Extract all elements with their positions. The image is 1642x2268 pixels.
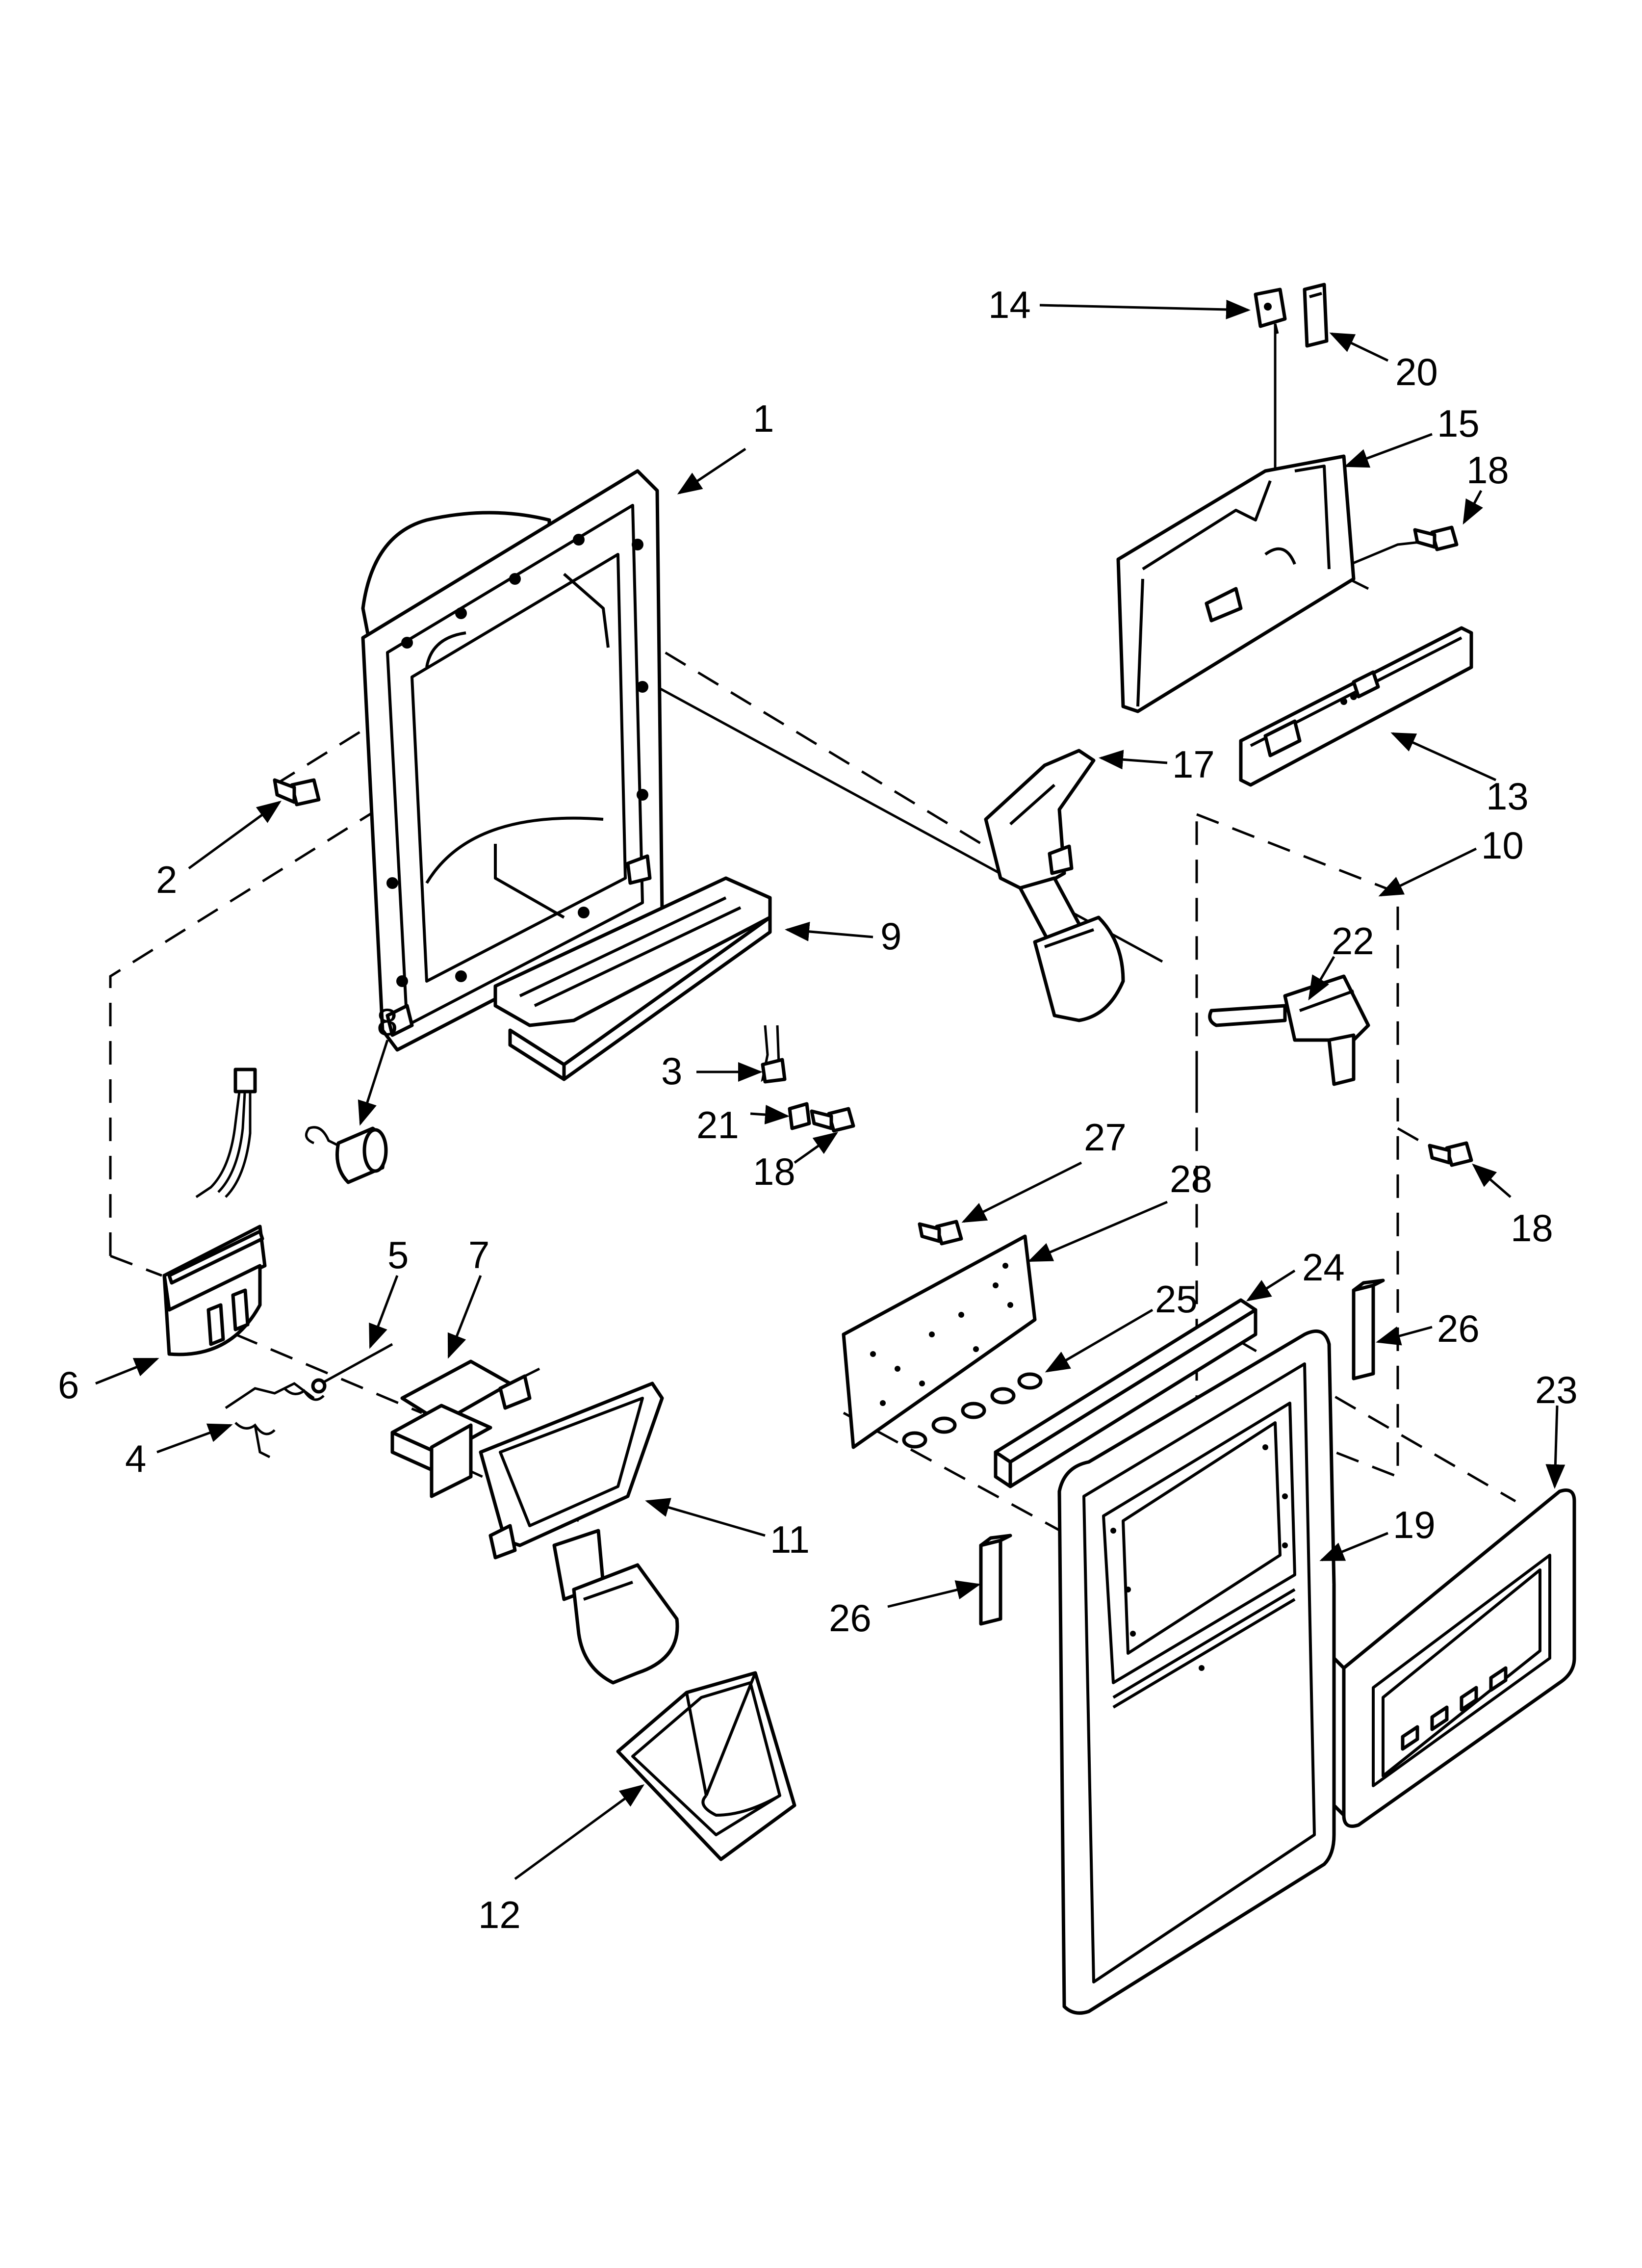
leader-26a bbox=[1376, 1326, 1433, 1346]
callout-24: 24 bbox=[1302, 1246, 1345, 1289]
screw-2 bbox=[273, 778, 321, 807]
callout-10: 10 bbox=[1481, 824, 1524, 867]
callout-27: 27 bbox=[1084, 1116, 1127, 1159]
leader-23 bbox=[1545, 1405, 1565, 1489]
leader-11 bbox=[645, 1498, 766, 1537]
screw-18-lower-right bbox=[1428, 1141, 1473, 1167]
switch-14 bbox=[1254, 287, 1287, 334]
screw-27 bbox=[918, 1220, 963, 1246]
callout-19: 19 bbox=[1393, 1503, 1436, 1546]
leader-8 bbox=[358, 1040, 389, 1126]
leader-12 bbox=[514, 1784, 645, 1880]
trim-panel-23 bbox=[1332, 1488, 1576, 1828]
callout-4: 4 bbox=[125, 1437, 146, 1480]
leader-18a bbox=[1462, 490, 1483, 525]
callout-26a: 26 bbox=[1437, 1307, 1480, 1350]
gasket-24 bbox=[994, 1298, 1257, 1488]
switch-spring-3 bbox=[761, 1025, 787, 1084]
callout-3: 3 bbox=[661, 1049, 682, 1093]
callout-17: 17 bbox=[1172, 743, 1215, 786]
block-26-right bbox=[1352, 1278, 1385, 1381]
bracket-15 bbox=[1116, 454, 1356, 713]
callout-25: 25 bbox=[1155, 1277, 1198, 1321]
leader-22 bbox=[1308, 956, 1335, 1001]
leader-6 bbox=[95, 1357, 159, 1385]
water-paddle-17 bbox=[984, 749, 1125, 1022]
insulator-21 bbox=[788, 1102, 811, 1130]
callout-26b: 26 bbox=[829, 1596, 872, 1640]
screw-18-upper-right bbox=[1413, 525, 1459, 551]
callout-13: 13 bbox=[1486, 775, 1529, 818]
callout-20: 20 bbox=[1395, 350, 1438, 393]
lever-7 bbox=[390, 1359, 540, 1498]
pin-5 bbox=[311, 1343, 393, 1394]
leader-5 bbox=[369, 1275, 399, 1349]
callout-9: 9 bbox=[880, 914, 901, 958]
leader-17 bbox=[1099, 750, 1168, 770]
leader-27 bbox=[961, 1161, 1082, 1223]
callout-12: 12 bbox=[478, 1893, 521, 1936]
actuator-22 bbox=[1208, 974, 1370, 1086]
leader-28 bbox=[1027, 1200, 1168, 1262]
callout-5: 5 bbox=[387, 1233, 409, 1277]
callout-2: 2 bbox=[156, 858, 177, 901]
leader-26b bbox=[887, 1580, 981, 1608]
callout-18c: 18 bbox=[1511, 1206, 1553, 1250]
leader-10 bbox=[1378, 847, 1477, 897]
leader-15 bbox=[1344, 433, 1433, 468]
drip-tray bbox=[493, 876, 772, 1081]
leader-18b bbox=[794, 1132, 839, 1164]
leader-20 bbox=[1329, 332, 1389, 362]
control-board-28 bbox=[842, 1234, 1037, 1449]
leader-4 bbox=[156, 1423, 233, 1454]
callout-1: 1 bbox=[753, 397, 774, 440]
leader-1 bbox=[677, 447, 746, 495]
callout-21: 21 bbox=[696, 1103, 739, 1147]
callout-6: 6 bbox=[58, 1363, 79, 1407]
insulator-20 bbox=[1303, 283, 1329, 348]
springs-4 bbox=[225, 1382, 325, 1459]
leader-2 bbox=[188, 801, 282, 870]
callout-15: 15 bbox=[1437, 402, 1480, 445]
callout-18a: 18 bbox=[1466, 448, 1509, 492]
dispenser-frame-19 bbox=[1057, 1329, 1336, 2015]
ice-chute-12 bbox=[616, 1671, 796, 1861]
ice-paddle-11 bbox=[479, 1382, 679, 1685]
leader-9 bbox=[785, 921, 873, 941]
leader-lines bbox=[95, 299, 1565, 1880]
leader-7 bbox=[447, 1275, 482, 1359]
callout-22: 22 bbox=[1332, 919, 1374, 963]
callout-23: 23 bbox=[1535, 1368, 1578, 1411]
block-26-left bbox=[979, 1534, 1012, 1626]
leader-25 bbox=[1045, 1308, 1154, 1373]
solenoid-8 bbox=[305, 1126, 388, 1184]
dispenser-module-6 bbox=[162, 1068, 267, 1356]
leader-14 bbox=[1039, 299, 1251, 319]
callout-14: 14 bbox=[988, 283, 1031, 326]
callout-7: 7 bbox=[468, 1233, 489, 1277]
cover-13 bbox=[1239, 626, 1473, 787]
callout-28: 28 bbox=[1170, 1157, 1212, 1200]
leader-19 bbox=[1319, 1532, 1388, 1562]
leader-13 bbox=[1390, 732, 1497, 782]
callout-11: 11 bbox=[770, 1518, 810, 1561]
callout-18b: 18 bbox=[753, 1150, 795, 1193]
screw-18-center bbox=[810, 1107, 855, 1133]
callout-8: 8 bbox=[377, 1000, 398, 1043]
leader-21 bbox=[750, 1105, 790, 1124]
leader-18c bbox=[1472, 1163, 1512, 1198]
dispenser-housing bbox=[361, 469, 664, 1052]
leader-24 bbox=[1246, 1269, 1296, 1302]
callout-numbers: 1 2 3 4 5 6 7 8 9 10 11 12 13 14 15 17 1… bbox=[58, 283, 1578, 1936]
buttons-25 bbox=[902, 1372, 1043, 1449]
